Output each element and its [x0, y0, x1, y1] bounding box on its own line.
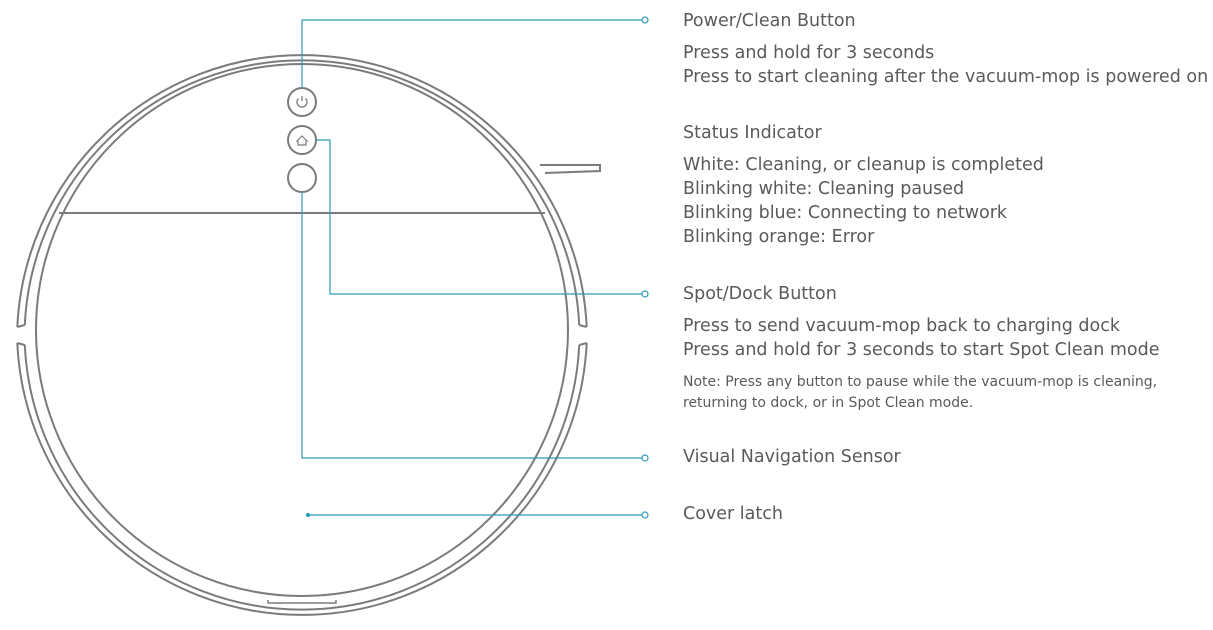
camera-sensor-icon	[287, 163, 317, 193]
visual-sensor-title: Visual Navigation Sensor	[683, 447, 901, 467]
cover-latch-title: Cover latch	[683, 504, 783, 524]
leader-endpoints	[305, 16, 649, 519]
leader-power	[301, 19, 643, 88]
visual-navigation-sensor	[287, 163, 317, 193]
status-indicator-title: Status Indicator	[683, 123, 822, 143]
spot-dock-note-1: Note: Press any button to pause while th…	[683, 374, 1158, 390]
spot-dock-note-2: returning to dock, or in Spot Clean mode…	[683, 395, 974, 411]
power-clean-line-1: Press and hold for 3 seconds	[683, 43, 935, 63]
power-clean-line-2: Press to start cleaning after the vacuum…	[683, 67, 1209, 87]
status-line-3: Blinking blue: Connecting to network	[683, 203, 1008, 223]
status-line-4: Blinking orange: Error	[683, 227, 875, 247]
leader-spot-dock	[316, 139, 643, 295]
leader-lines	[301, 19, 643, 516]
power-clean-title: Power/Clean Button	[683, 11, 856, 31]
power-button[interactable]	[287, 87, 317, 117]
home-button[interactable]	[287, 125, 317, 155]
status-line-2: Blinking white: Cleaning paused	[683, 179, 965, 199]
power-icon	[296, 96, 308, 108]
leader-visual-sensor	[301, 192, 643, 459]
spot-dock-title: Spot/Dock Button	[683, 284, 837, 304]
spot-dock-line-2: Press and hold for 3 seconds to start Sp…	[683, 340, 1160, 360]
status-line-1: White: Cleaning, or cleanup is completed	[683, 155, 1044, 175]
spot-dock-line-1: Press to send vacuum-mop back to chargin…	[683, 316, 1120, 336]
home-icon	[295, 135, 309, 146]
